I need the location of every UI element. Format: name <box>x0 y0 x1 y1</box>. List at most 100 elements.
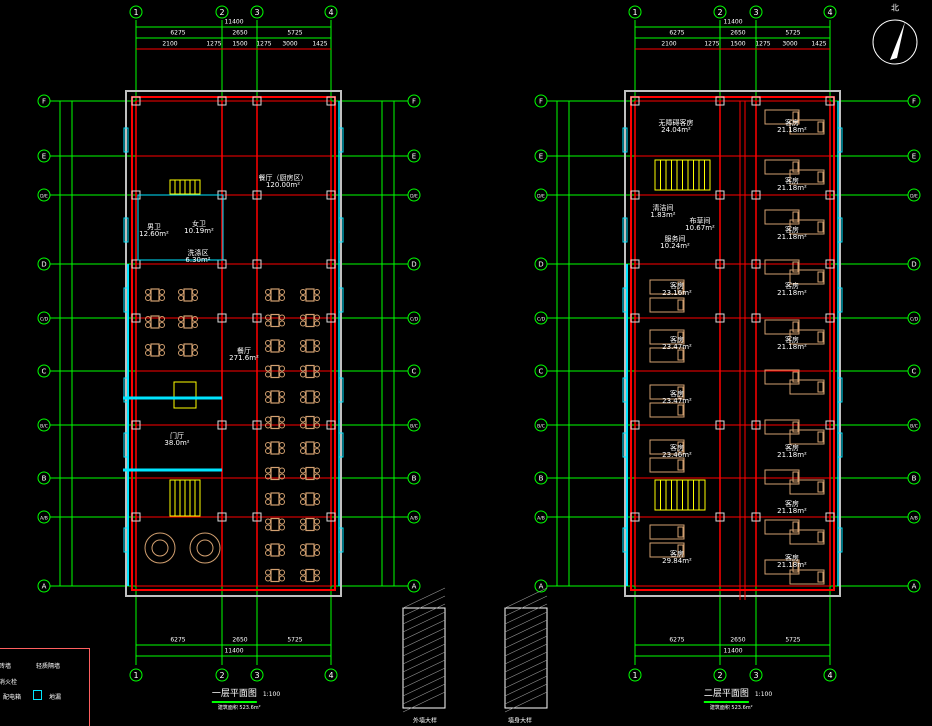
chair <box>300 499 306 505</box>
axis-bubble <box>37 188 51 202</box>
axis-bubble <box>907 418 921 432</box>
structural-column <box>217 420 227 430</box>
pillow <box>817 271 824 283</box>
structural-column <box>825 96 835 106</box>
axis-label: B <box>539 475 544 483</box>
structural-column <box>630 259 640 269</box>
hatch-line <box>504 627 548 649</box>
chair <box>314 467 320 474</box>
hatch-line <box>504 611 548 633</box>
window <box>622 217 628 243</box>
pillow <box>792 521 799 533</box>
chair <box>178 322 184 328</box>
elevator-outline <box>173 381 197 409</box>
hatch-line <box>402 611 446 633</box>
chair <box>265 371 271 378</box>
axis-label: D <box>41 261 46 269</box>
hatch-line <box>504 675 548 697</box>
dim-part: 2650 <box>730 29 746 37</box>
chair <box>300 569 306 576</box>
axis-bubble <box>324 5 338 19</box>
axis-label: 1 <box>133 671 138 680</box>
hatch-line <box>504 595 548 617</box>
bed <box>789 169 825 185</box>
axis-label: D <box>911 261 916 269</box>
dining-table <box>270 492 280 506</box>
structural-column <box>326 96 336 106</box>
axis-bubble <box>534 94 548 108</box>
axis-bubble <box>823 5 837 19</box>
chair <box>192 289 198 295</box>
structural-column <box>630 512 640 522</box>
chair <box>300 314 306 321</box>
axis-label: C <box>412 368 417 376</box>
chair <box>300 448 306 454</box>
axis-bubble <box>407 510 421 524</box>
axis-bubble <box>907 94 921 108</box>
pillow <box>677 526 684 538</box>
structural-column <box>825 512 835 522</box>
axis-label: 1 <box>632 671 637 680</box>
dim-sub: 1500 <box>232 40 248 48</box>
pillow <box>677 386 684 398</box>
dining-table <box>183 288 193 302</box>
structural-column <box>217 512 227 522</box>
chair <box>265 365 271 372</box>
hatch-line <box>402 675 446 697</box>
axis-label: 2 <box>717 8 722 17</box>
hatch-line <box>402 683 446 705</box>
chair <box>159 344 165 350</box>
axis-label: 2 <box>219 671 224 680</box>
dining-table <box>270 415 280 430</box>
axis-label: B/C <box>40 424 48 430</box>
chair <box>300 365 306 372</box>
axis-label: A <box>539 583 544 591</box>
hatch-line <box>402 659 446 681</box>
axis-bubble <box>37 418 51 432</box>
bed <box>789 429 825 445</box>
structural-column <box>252 420 262 430</box>
chair <box>314 397 320 403</box>
chair <box>314 448 320 454</box>
chair <box>265 391 271 397</box>
dining-table <box>305 313 315 328</box>
chair <box>279 442 285 448</box>
floor-drain-icon <box>33 690 42 700</box>
chair <box>300 473 306 480</box>
pillow <box>677 404 684 416</box>
chair <box>159 289 165 295</box>
structural-column <box>715 259 725 269</box>
structural-column <box>131 96 141 106</box>
exterior-wall <box>125 90 342 597</box>
axis-label: E <box>42 153 46 161</box>
axis-bubble <box>907 257 921 271</box>
chair <box>279 365 285 372</box>
chair <box>300 518 306 525</box>
bed <box>764 159 800 175</box>
dim-total-top: 11400 <box>723 18 743 26</box>
dim-total-bottom: 11400 <box>224 647 244 655</box>
chair <box>314 550 320 556</box>
chair <box>159 322 165 328</box>
axis-label: D <box>538 261 543 269</box>
axis-label: B <box>912 475 917 483</box>
pillow <box>677 281 684 293</box>
bed <box>789 569 825 585</box>
window <box>123 217 129 243</box>
pillow <box>817 431 824 443</box>
bed <box>789 219 825 235</box>
axis-label: C <box>42 368 47 376</box>
axis-label: B/C <box>537 424 545 430</box>
structural-column <box>715 313 725 323</box>
chair <box>314 365 320 372</box>
dining-table <box>150 315 160 329</box>
bed <box>764 109 800 125</box>
dining-table <box>150 288 160 302</box>
